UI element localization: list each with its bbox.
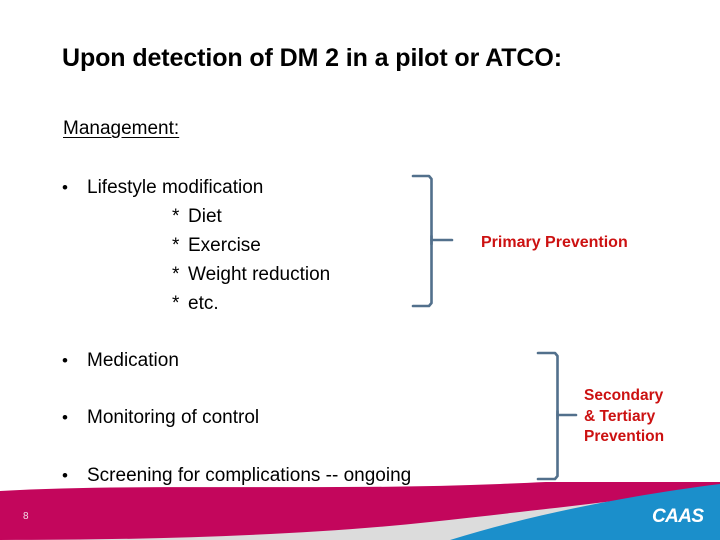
- annotation-secondary-tertiary-prevention: Secondary & Tertiary Prevention: [584, 387, 665, 446]
- annotation-primary-prevention: Primary Prevention: [481, 234, 628, 251]
- asterisk-marker-icon: *: [172, 235, 180, 256]
- brace-secondary-tertiary-prevention: [536, 351, 578, 481]
- bullet-marker-icon: •: [62, 178, 68, 197]
- caas-logo: CAAS: [652, 506, 704, 527]
- sub-list-item-diet: * Diet: [172, 206, 222, 227]
- sub-list-item-weight-reduction: * Weight reduction: [172, 264, 331, 285]
- bullet-marker-icon: •: [62, 466, 68, 485]
- page-title: Upon detection of DM 2 in a pilot or ATC…: [62, 44, 562, 72]
- asterisk-marker-icon: *: [172, 264, 180, 285]
- sub-list-item-exercise: * Exercise: [172, 235, 261, 256]
- asterisk-marker-icon: *: [172, 293, 180, 314]
- bullet-marker-icon: •: [62, 408, 68, 427]
- footer-band-blue: [450, 484, 720, 540]
- list-item-monitoring-of-control: • Monitoring of control: [62, 407, 260, 428]
- list-item-medication: • Medication: [62, 350, 179, 371]
- footer-banner: [0, 482, 720, 540]
- list-item-screening-for-complications: • Screening for complications -- ongoing: [62, 465, 412, 486]
- page-number: 8: [23, 511, 29, 522]
- bullet-marker-icon: •: [62, 351, 68, 370]
- list-item-lifestyle-modification: • Lifestyle modification: [62, 177, 264, 198]
- brace-primary-prevention: [411, 174, 454, 308]
- section-heading-management: Management:: [63, 118, 180, 139]
- sub-list-item-etc: * etc.: [172, 293, 219, 314]
- asterisk-marker-icon: *: [172, 206, 180, 227]
- footer-band-magenta: [0, 482, 720, 540]
